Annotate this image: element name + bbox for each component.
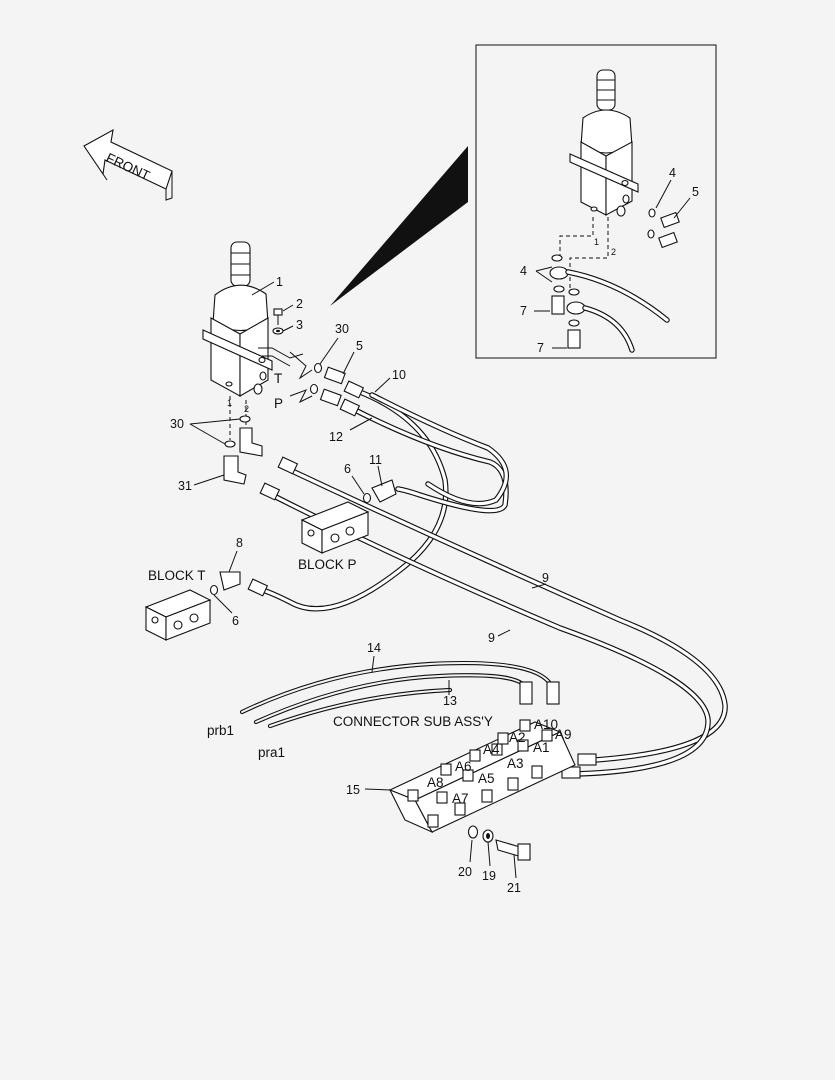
- block-t: [144, 571, 241, 641]
- inset-port-mark-2: 2: [611, 247, 616, 257]
- pra1-label: pra1: [258, 745, 285, 760]
- connector-port-labels: A10 A9 A2 A1 A4 A3 A6 A5 A8 A7: [427, 717, 572, 806]
- port-a7: A7: [452, 791, 469, 806]
- port-a1: A1: [533, 740, 550, 755]
- callout-7-inset-upper: 7: [520, 304, 527, 318]
- callout-7-inset-lower: 7: [537, 341, 544, 355]
- callout-6-upper: 6: [344, 462, 351, 476]
- port-a6: A6: [455, 759, 472, 774]
- callout-4-inset-left: 4: [520, 264, 527, 278]
- connector-sub-assembly: [388, 719, 576, 861]
- pilot-valve: 1 2 T P: [202, 241, 313, 440]
- prb1-label: prb1: [207, 723, 234, 738]
- callout-5: 5: [356, 339, 363, 353]
- port-t-label: T: [274, 371, 282, 386]
- callout-11: 11: [369, 453, 382, 467]
- callout-6-lower: 6: [232, 614, 239, 628]
- port-a5: A5: [478, 771, 495, 786]
- callout-30-upper: 30: [335, 322, 349, 336]
- callout-labels: 1 2 3 30 5 10 12 30 31 6 11 8 6 9 9 14 1…: [170, 275, 549, 895]
- callout-2: 2: [296, 297, 303, 311]
- hose-assemblies: [239, 380, 728, 779]
- callout-9-upper: 9: [542, 571, 549, 585]
- detail-inset: 1 2 4 5 4 7 7: [330, 44, 717, 359]
- callout-1: 1: [276, 275, 283, 289]
- callout-30-lower: 30: [170, 417, 184, 431]
- connector-fittings: [407, 719, 553, 828]
- leader-lines: [189, 281, 547, 879]
- callout-31: 31: [178, 479, 192, 493]
- port-a8: A8: [427, 775, 444, 790]
- assembly-labels: BLOCK T BLOCK P CONNECTOR SUB ASS'Y prb1…: [148, 557, 493, 760]
- port-a9: A9: [555, 727, 572, 742]
- callout-12: 12: [329, 430, 343, 444]
- callout-21: 21: [507, 881, 521, 895]
- callout-8: 8: [236, 536, 243, 550]
- port-p-label: P: [274, 396, 283, 411]
- callout-5-inset: 5: [692, 185, 699, 199]
- callout-13: 13: [443, 694, 457, 708]
- valve-fittings: [223, 362, 346, 485]
- port-mark-1: 1: [227, 398, 232, 408]
- port-a4: A4: [483, 742, 500, 757]
- callout-10: 10: [392, 368, 406, 382]
- callout-9-lower: 9: [488, 631, 495, 645]
- port-a10: A10: [534, 717, 558, 732]
- connector-label: CONNECTOR SUB ASS'Y: [333, 714, 493, 729]
- port-a3: A3: [507, 756, 524, 771]
- callout-19: 19: [482, 869, 496, 883]
- callout-4-inset-top: 4: [669, 166, 676, 180]
- callout-14: 14: [367, 641, 381, 655]
- inset-port-mark-1: 1: [594, 237, 599, 247]
- block-p-label: BLOCK P: [298, 557, 357, 572]
- block-p: [300, 479, 397, 554]
- port-mark-2: 2: [244, 404, 249, 414]
- block-t-label: BLOCK T: [148, 568, 206, 583]
- callout-15: 15: [346, 783, 360, 797]
- front-arrow-icon: FRONT: [83, 128, 173, 201]
- callout-3: 3: [296, 318, 303, 332]
- port-a2: A2: [509, 730, 526, 745]
- callout-20: 20: [458, 865, 472, 879]
